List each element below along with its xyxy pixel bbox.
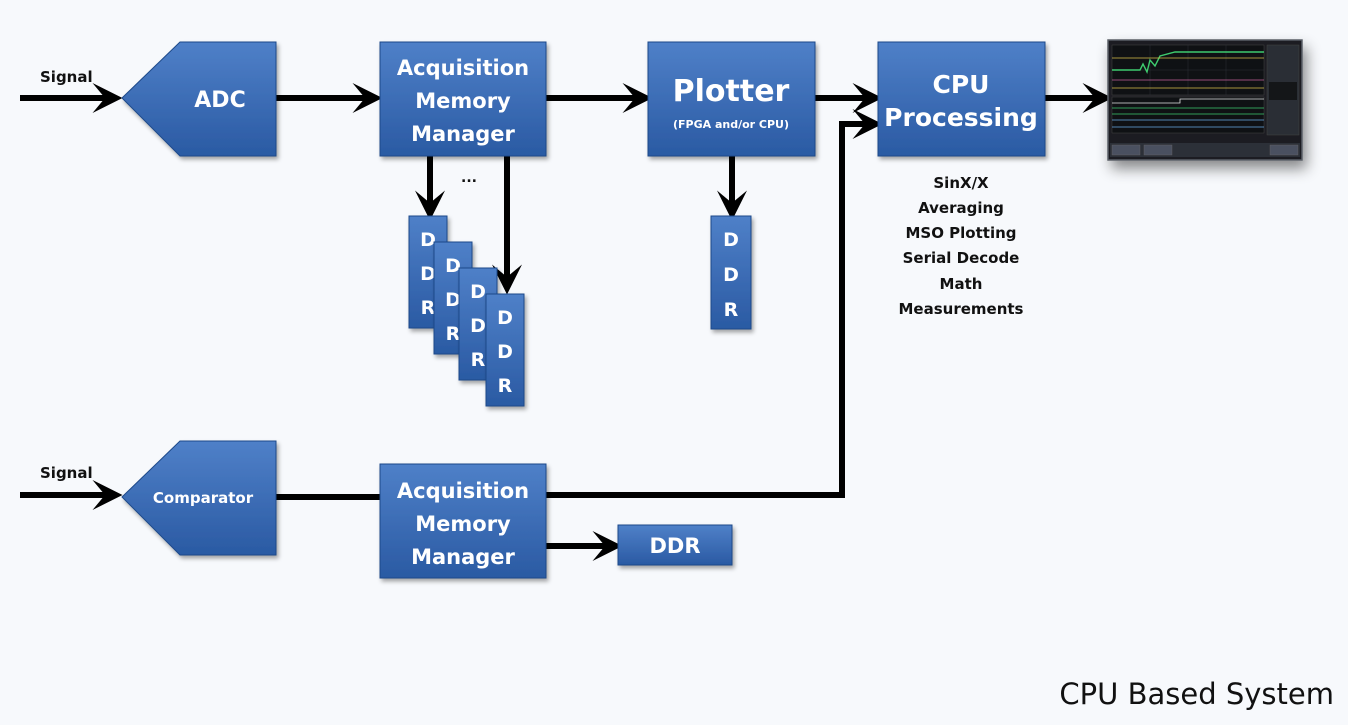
signal-label-bottom: Signal: [40, 464, 93, 482]
acq-top-line-3: Manager: [411, 122, 515, 146]
plotter-ddr-d1: D: [723, 229, 739, 251]
ellipsis: ...: [461, 170, 477, 186]
ddr-chip-4-d2: D: [497, 341, 513, 363]
ddr-chip-4-r: R: [498, 375, 513, 397]
acq-memory-manager-top: Acquisition Memory Manager: [379, 41, 547, 157]
task-serial-decode: Serial Decode: [903, 249, 1020, 267]
connectors: [20, 83, 1113, 561]
plotter-subtitle: (FPGA and/or CPU): [673, 118, 789, 131]
task-sinx: SinX/X: [933, 174, 989, 192]
ddr-chip-1-r: R: [421, 297, 436, 319]
ddr-chip-3-d2: D: [470, 315, 486, 337]
ddr-chip-4-d1: D: [497, 307, 513, 329]
acq-bottom-line-2: Memory: [415, 512, 511, 536]
task-math: Math: [940, 275, 983, 293]
adc-label: ADC: [194, 88, 245, 113]
acq-top-line-2: Memory: [415, 89, 511, 113]
plotter-ddr-d2: D: [723, 264, 739, 286]
adc-block: ADC: [121, 41, 277, 157]
waveform-green: [1112, 51, 1264, 75]
cpu-line-1: CPU: [933, 70, 990, 99]
plotter-ddr-r: R: [724, 299, 739, 321]
acq-memory-manager-bottom: Acquisition Memory Manager: [379, 463, 547, 579]
scope-display: [1107, 39, 1303, 161]
ddr-chip-1-d1: D: [420, 229, 436, 251]
cpu-processing-block: CPU Processing: [877, 41, 1046, 157]
plotter-block: Plotter (FPGA and/or CPU): [647, 41, 816, 157]
ddr-chip-2-d1: D: [445, 255, 461, 277]
ddr-chip-2-r: R: [446, 323, 461, 345]
cpu-line-2: Processing: [884, 103, 1038, 132]
ddr-bottom-label: DDR: [649, 534, 700, 558]
plotter-ddr-chip: D D R: [710, 215, 752, 330]
task-averaging: Averaging: [918, 199, 1004, 217]
ddr-chip-3-r: R: [471, 349, 486, 371]
acq-top-line-1: Acquisition: [397, 56, 529, 80]
ddr-stack: D D R D D R D D R D D R: [408, 215, 525, 407]
comparator-label: Comparator: [153, 489, 254, 507]
ddr-chip-3-d1: D: [470, 281, 486, 303]
diagram-caption: CPU Based System: [1059, 677, 1334, 711]
task-measurements: Measurements: [899, 300, 1024, 318]
ddr-chip-1-d2: D: [420, 263, 436, 285]
acq-bottom-line-3: Manager: [411, 545, 515, 569]
signal-label-top: Signal: [40, 68, 93, 86]
ddr-chip-2-d2: D: [445, 289, 461, 311]
ddr-bottom-block: DDR: [617, 524, 733, 566]
cpu-task-list: SinX/X Averaging MSO Plotting Serial Dec…: [899, 174, 1024, 318]
comparator-block: Comparator: [121, 440, 277, 556]
arrow-acq-bottom-to-cpu: [546, 109, 883, 498]
ddr-chip-4: D D R: [485, 293, 525, 407]
acq-bottom-line-1: Acquisition: [397, 479, 529, 503]
task-mso-plotting: MSO Plotting: [905, 224, 1016, 242]
plotter-title: Plotter: [673, 74, 790, 109]
